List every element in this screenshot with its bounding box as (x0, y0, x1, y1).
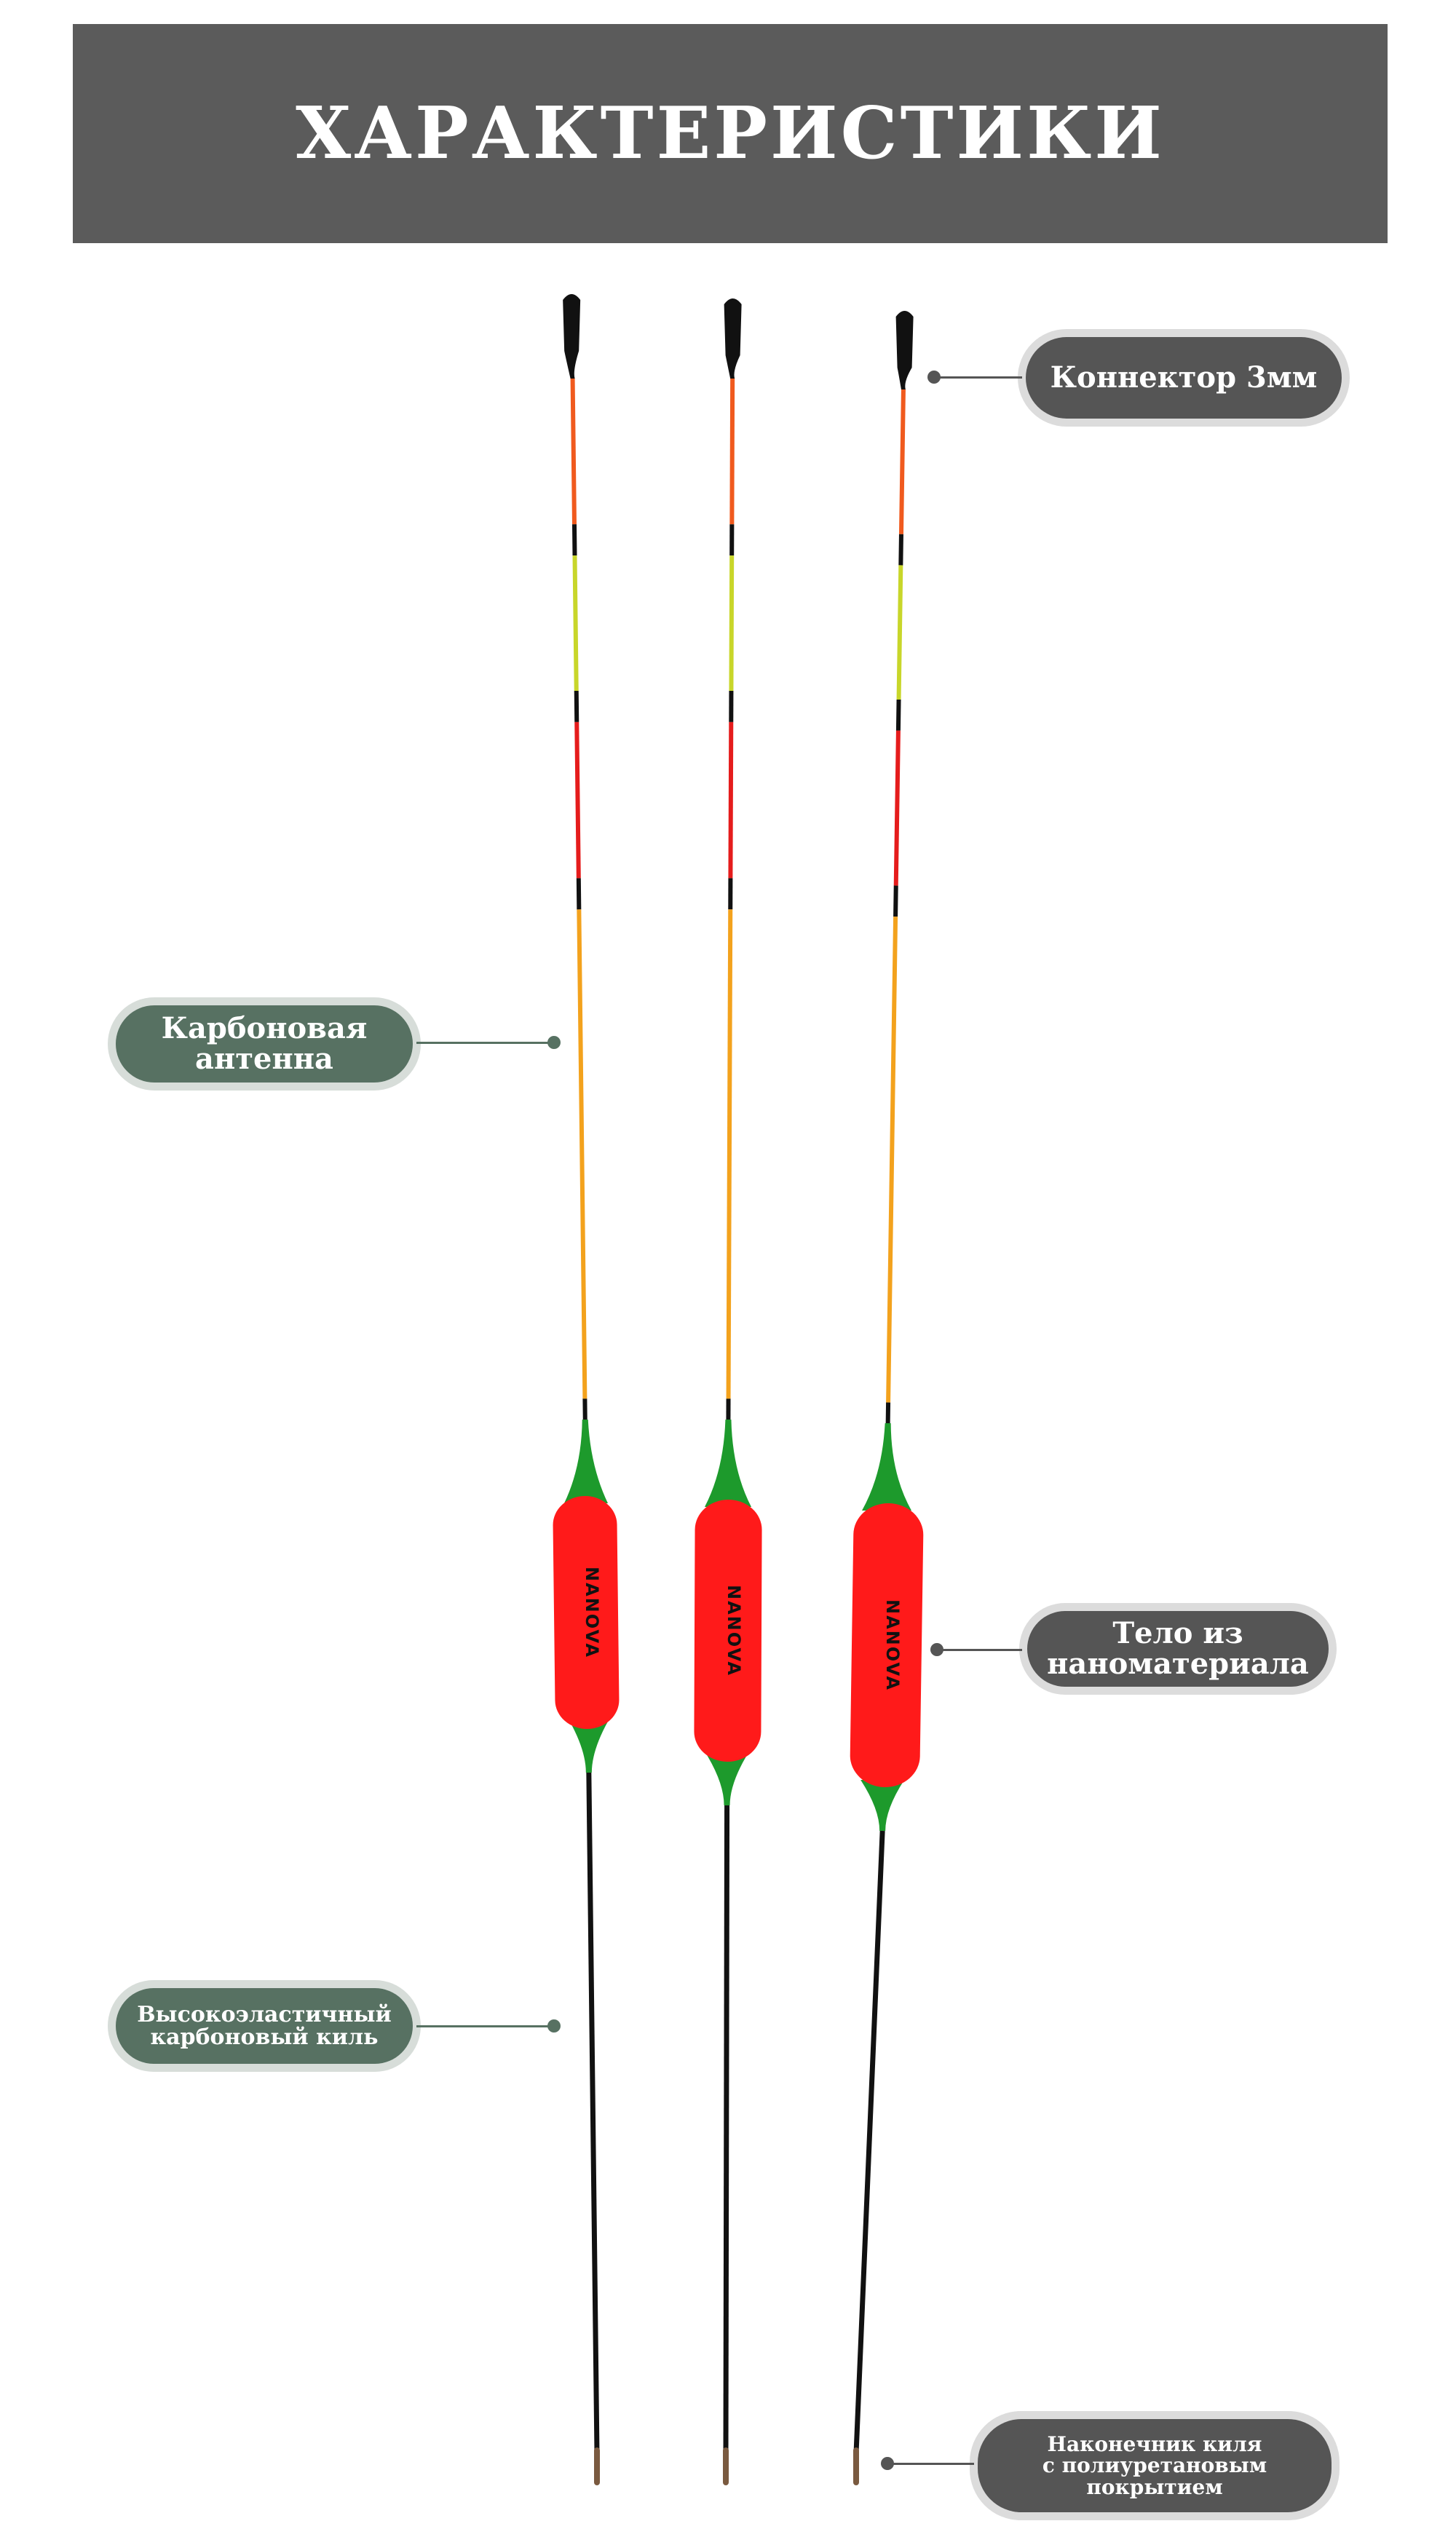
header-banner: ХАРАКТЕРИСТИКИ (73, 24, 1388, 243)
antenna-3-segment-4 (895, 699, 901, 731)
shoulder-top-2 (705, 1420, 751, 1507)
callout-keel: Высокоэластичный карбоновый киль (108, 1980, 421, 2072)
antenna-2-segment-5 (728, 721, 734, 879)
antenna-1-segment-7 (577, 909, 587, 1399)
antenna-1-segment-3 (572, 555, 579, 692)
callout-body-dot (930, 1643, 943, 1656)
shoulder-top-1 (564, 1420, 608, 1503)
keel-2 (723, 1805, 730, 2454)
antenna-3-segment-7 (886, 917, 898, 1403)
callout-keel-leader (416, 2025, 553, 2027)
keel-3 (853, 1830, 885, 2454)
callout-antenna-line-2: антенна (195, 1042, 333, 1076)
callout-antenna: Карбоновая антенна (108, 997, 421, 1091)
keel-1 (586, 1772, 600, 2454)
brand-label-2: NANOVA (724, 1585, 744, 1677)
shoulder-top-3 (862, 1423, 911, 1511)
antenna-1-segment-2 (571, 524, 577, 556)
antenna-3-segment-6 (893, 885, 898, 917)
antenna-2-segment-7 (726, 909, 733, 1399)
callout-antenna-line-1: Карбоновая (161, 1011, 368, 1045)
callout-keel-tip-leader (890, 2463, 974, 2465)
callout-keel-tip: Наконечник киля с полиуретановым покрыти… (970, 2411, 1340, 2520)
antenna-1-segment-1 (570, 378, 577, 525)
callout-connector: Коннектор 3мм (1018, 329, 1350, 427)
callout-connector-dot (927, 371, 941, 384)
callout-keel-dot (547, 2019, 561, 2033)
float-body-2 (694, 1500, 762, 1762)
page-title: ХАРАКТЕРИСТИКИ (296, 92, 1165, 175)
connector-2 (724, 298, 742, 379)
callout-keel-line-2: карбоновый киль (150, 2025, 379, 2050)
connector-3 (895, 311, 914, 389)
callout-keel-tip-line-2: с полиуретановым (1042, 2453, 1267, 2478)
brand-label-3: NANOVA (882, 1599, 903, 1691)
callout-keel-tip-line-1: Наконечник киля (1047, 2431, 1262, 2456)
float-3: NANOVA (850, 311, 924, 2485)
callout-connector-text: Коннектор 3мм (1050, 360, 1318, 395)
callout-body: Тело из наноматериала (1019, 1603, 1337, 1695)
antenna-3-segment-1 (898, 389, 906, 534)
callout-keel-line-1: Высокоэластичный (137, 2001, 392, 2027)
shoulder-bottom-1 (569, 1722, 608, 1773)
callout-body-line-2: наноматериала (1047, 1647, 1309, 1681)
callout-connector-leader (936, 376, 1022, 379)
connector-1 (563, 294, 581, 379)
callout-body-line-1: Тело из (1112, 1616, 1243, 1650)
shoulder-bottom-2 (706, 1754, 748, 1805)
float-2: NANOVA (694, 298, 762, 2485)
float-body-3 (850, 1503, 924, 1787)
float-1: NANOVA (553, 294, 620, 2485)
antenna-1-segment-5 (574, 721, 581, 879)
antenna-3-segment-5 (893, 730, 901, 886)
callout-body-leader (939, 1649, 1022, 1651)
shoulder-bottom-3 (860, 1780, 905, 1831)
callout-keel-tip-dot (881, 2457, 894, 2470)
float-body-1 (553, 1496, 620, 1729)
callout-antenna-dot (547, 1036, 561, 1049)
callout-keel-tip-line-3: покрытием (1086, 2474, 1223, 2499)
antenna-2-segment-3 (729, 555, 735, 692)
brand-label-1: NANOVA (582, 1567, 602, 1658)
callout-antenna-leader (416, 1042, 553, 1044)
antenna-3-segment-3 (896, 565, 903, 700)
